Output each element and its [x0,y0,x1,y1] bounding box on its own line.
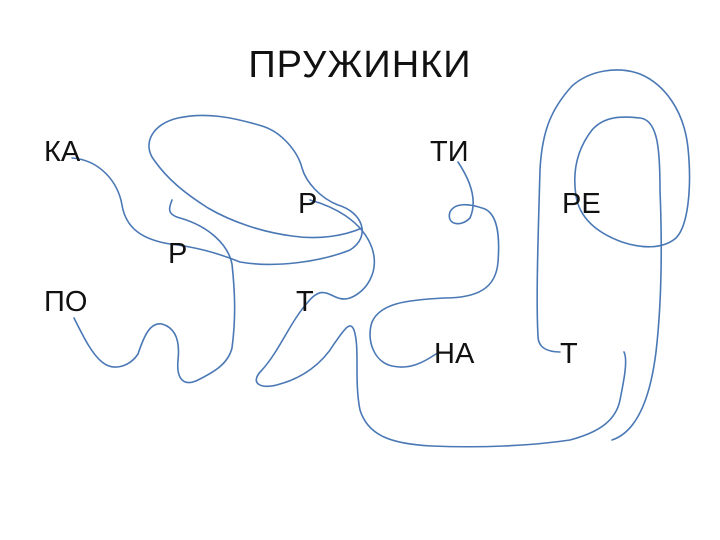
syllable-r-center: Р [298,188,318,220]
syllable-t-center: Т [296,286,314,318]
spring-line-r [255,199,627,448]
syllable-r-left: Р [168,238,188,270]
syllable-na: НА [434,338,475,370]
spring-line-re [536,69,691,441]
spring-line-po [73,199,236,384]
slide-title: ПРУЖИНКИ [248,44,472,86]
syllable-re: РЕ [562,188,601,220]
syllable-ka: КА [44,136,81,168]
syllable-t-right: Т [560,338,578,370]
syllable-ti: ТИ [430,136,469,168]
spring-line-ti [369,161,500,368]
syllable-po: ПО [44,286,88,318]
spring-line-ka [71,114,363,266]
